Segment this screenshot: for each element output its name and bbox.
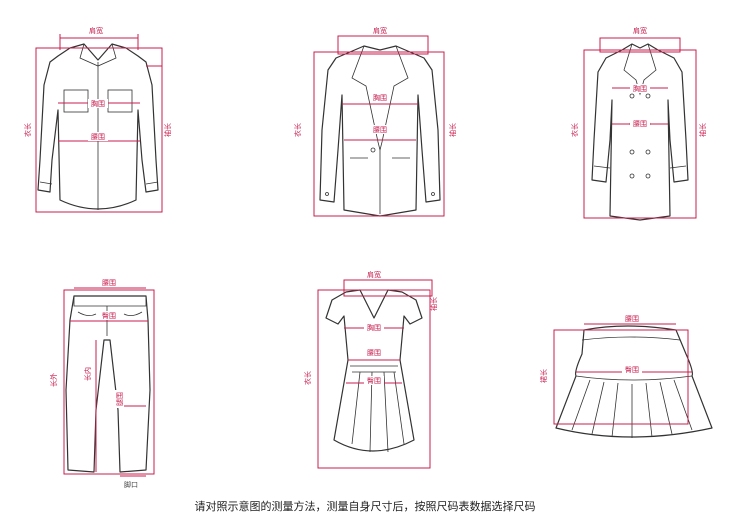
dress-waist-label: 腰围 [367,349,381,357]
blazer-length-box [313,51,445,217]
dress-shoulder-label: 肩宽 [367,270,381,279]
pants-outseam-label: 长外 [49,373,58,387]
skirt-waist-label: 腰围 [625,315,639,323]
blazer-shoulder-label: 肩宽 [373,26,387,35]
pants-outline [65,295,151,473]
shirt-chest-label: 胸围 [91,99,105,108]
pants-waistband [73,295,147,307]
coat-chest-label: 胸围 [633,84,647,93]
shirt-diagram: 肩宽 胸围 腰围 衣长 袖长 [23,26,172,213]
coat-collar [623,43,657,96]
pants-inseam-label: 长内 [83,367,92,381]
dress-sleeve-label: 袖长 [429,297,438,311]
shirt-length-label: 衣长 [23,123,32,137]
blazer-diagram: 肩宽 胸围 腰围 衣长 袖长 [293,26,457,217]
shirt-length-box [35,47,163,213]
skirt-hip-label: 臀围 [625,366,639,374]
coat-waist-label: 腰围 [633,120,647,128]
dress-outline [325,289,423,452]
pants-thigh-label: 腿围 [116,392,124,406]
pants-hem-label: 脚口 [124,480,138,489]
dress-length-box [317,289,431,469]
coat-shoulder-label: 肩宽 [633,26,647,35]
skirt-diagram: 腰围 臀围 裙长 [539,314,713,438]
blazer-chest-label: 胸围 [373,93,387,102]
measurement-instructions: 请对照示意图的测量方法，测量自身尺寸后，按照尺码表数据选择尺码 [194,500,536,513]
blazer-waist-label: 腰围 [373,126,387,134]
skirt-length-box [553,329,689,425]
dress-chest-label: 胸围 [367,323,381,332]
pants-hip-label: 臀围 [102,312,116,320]
coat-length-label: 衣长 [570,123,579,137]
coat-length-box [583,49,697,219]
dress-hip-label: 臀围 [367,377,381,385]
skirt-waistband [581,336,681,341]
blazer-sleeve-label: 袖长 [448,123,457,137]
shirt-waist-label: 腰围 [91,133,105,141]
shirt-sleeve-label: 袖长 [163,123,172,137]
coat-outline [591,43,689,221]
pants-diagram: 腰围 臀围 长外 长内 腿围 脚口 [49,278,155,489]
pants-length-box [63,289,155,475]
pants-waist-label: 腰围 [102,279,116,287]
skirt-length-label: 裙长 [539,369,548,383]
dress-length-label: 衣长 [303,371,312,385]
shirt-shoulder-label: 肩宽 [89,26,103,35]
dress-diagram: 肩宽 袖长 胸围 腰围 臀围 衣长 [303,270,438,469]
coat-sleeve-label: 袖长 [698,123,707,137]
coat-diagram: 肩宽 胸围 腰围 衣长 袖长 [570,26,707,221]
skirt-outline [555,325,713,438]
blazer-length-label: 衣长 [293,123,302,137]
